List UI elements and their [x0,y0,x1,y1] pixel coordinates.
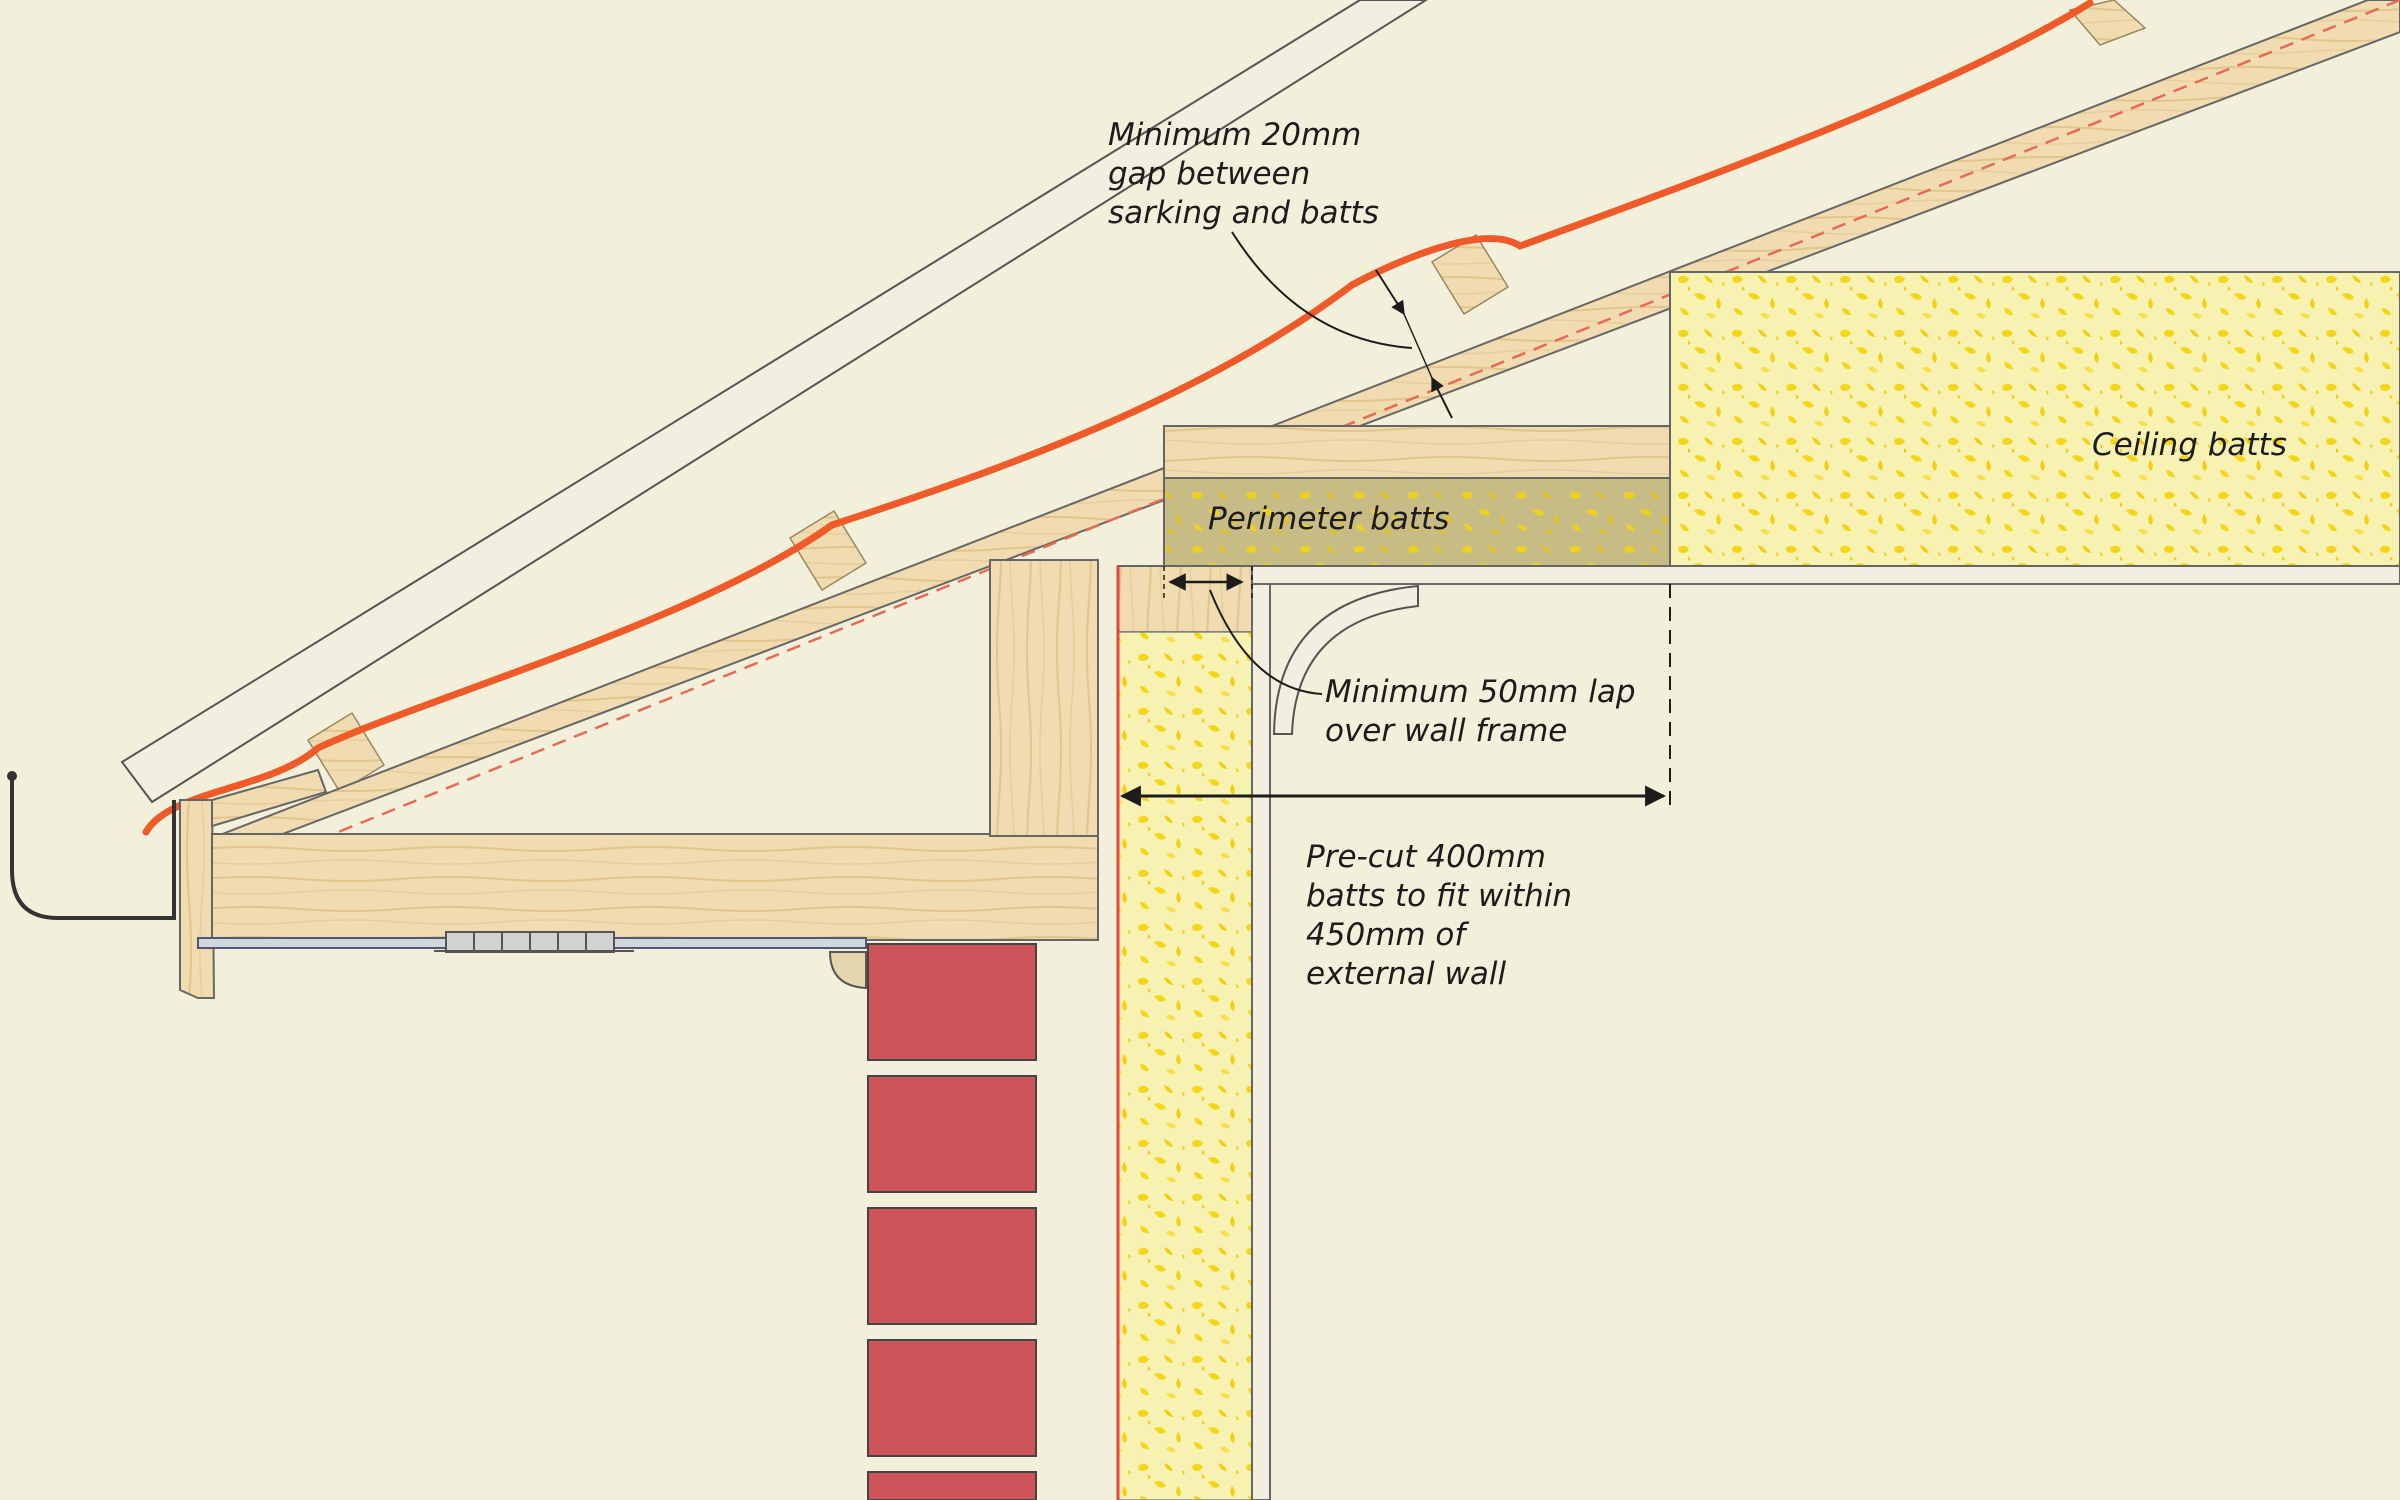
gap-dimension-arrow-bottom [1431,376,1453,419]
timber-strut [989,559,1099,837]
upper-joist [1163,425,1671,479]
gap-annotation-line-2: gap between [1108,156,1311,192]
gap-annotation-line-1: Minimum 20mm [1108,117,1362,153]
gap-annotation-line-3: sarking and batts [1108,195,1379,231]
fascia-board [179,799,216,999]
soffit-vent-slots [473,932,587,952]
gap-annotation: Minimum 20mm gap between sarking and bat… [1108,116,1379,233]
sarking-membrane [142,0,2094,836]
perimeter-batt [1163,477,1671,567]
eave-blocking [211,768,328,828]
gap-leader-line [1231,231,1413,349]
perimeter-batts-label: Perimeter batts [1208,501,1450,537]
brick-tie [828,951,867,990]
lap-annotation-line-1: Minimum 50mm lap [1325,674,1636,710]
brick-veneer [867,943,1037,1500]
ceiling-joist [211,833,1099,941]
precut-annotation-line-4: external wall [1306,956,1507,992]
gutter [10,778,176,920]
gutter-bead [7,771,17,781]
lap-annotation-line-2: over wall frame [1325,713,1568,749]
cornice [1272,584,1419,735]
precut-annotation-line-2: batts to fit within [1306,878,1573,914]
gap-dimension-arrow-top [1375,269,1405,316]
roof-battens [306,0,2147,794]
gap-dimension-link [1403,313,1433,379]
lap-annotation: Minimum 50mm lap over wall frame [1325,673,1636,751]
wall-batt [1117,631,1253,1500]
precut-annotation-line-1: Pre-cut 400mm [1306,839,1546,875]
ceiling-lining [1251,565,2400,585]
ceiling-batts-label: Ceiling batts [2092,427,2287,463]
roof-sheeting [120,0,1428,804]
precut-annotation-line-3: 450mm of [1306,917,1466,953]
wall-top-plate [1117,565,1253,633]
wall-lining [1251,565,1271,1500]
precut-annotation: Pre-cut 400mm batts to fit within 450mm … [1306,838,1572,994]
ceiling-batt [1669,271,2400,567]
lap-leader-line [1209,589,1323,695]
